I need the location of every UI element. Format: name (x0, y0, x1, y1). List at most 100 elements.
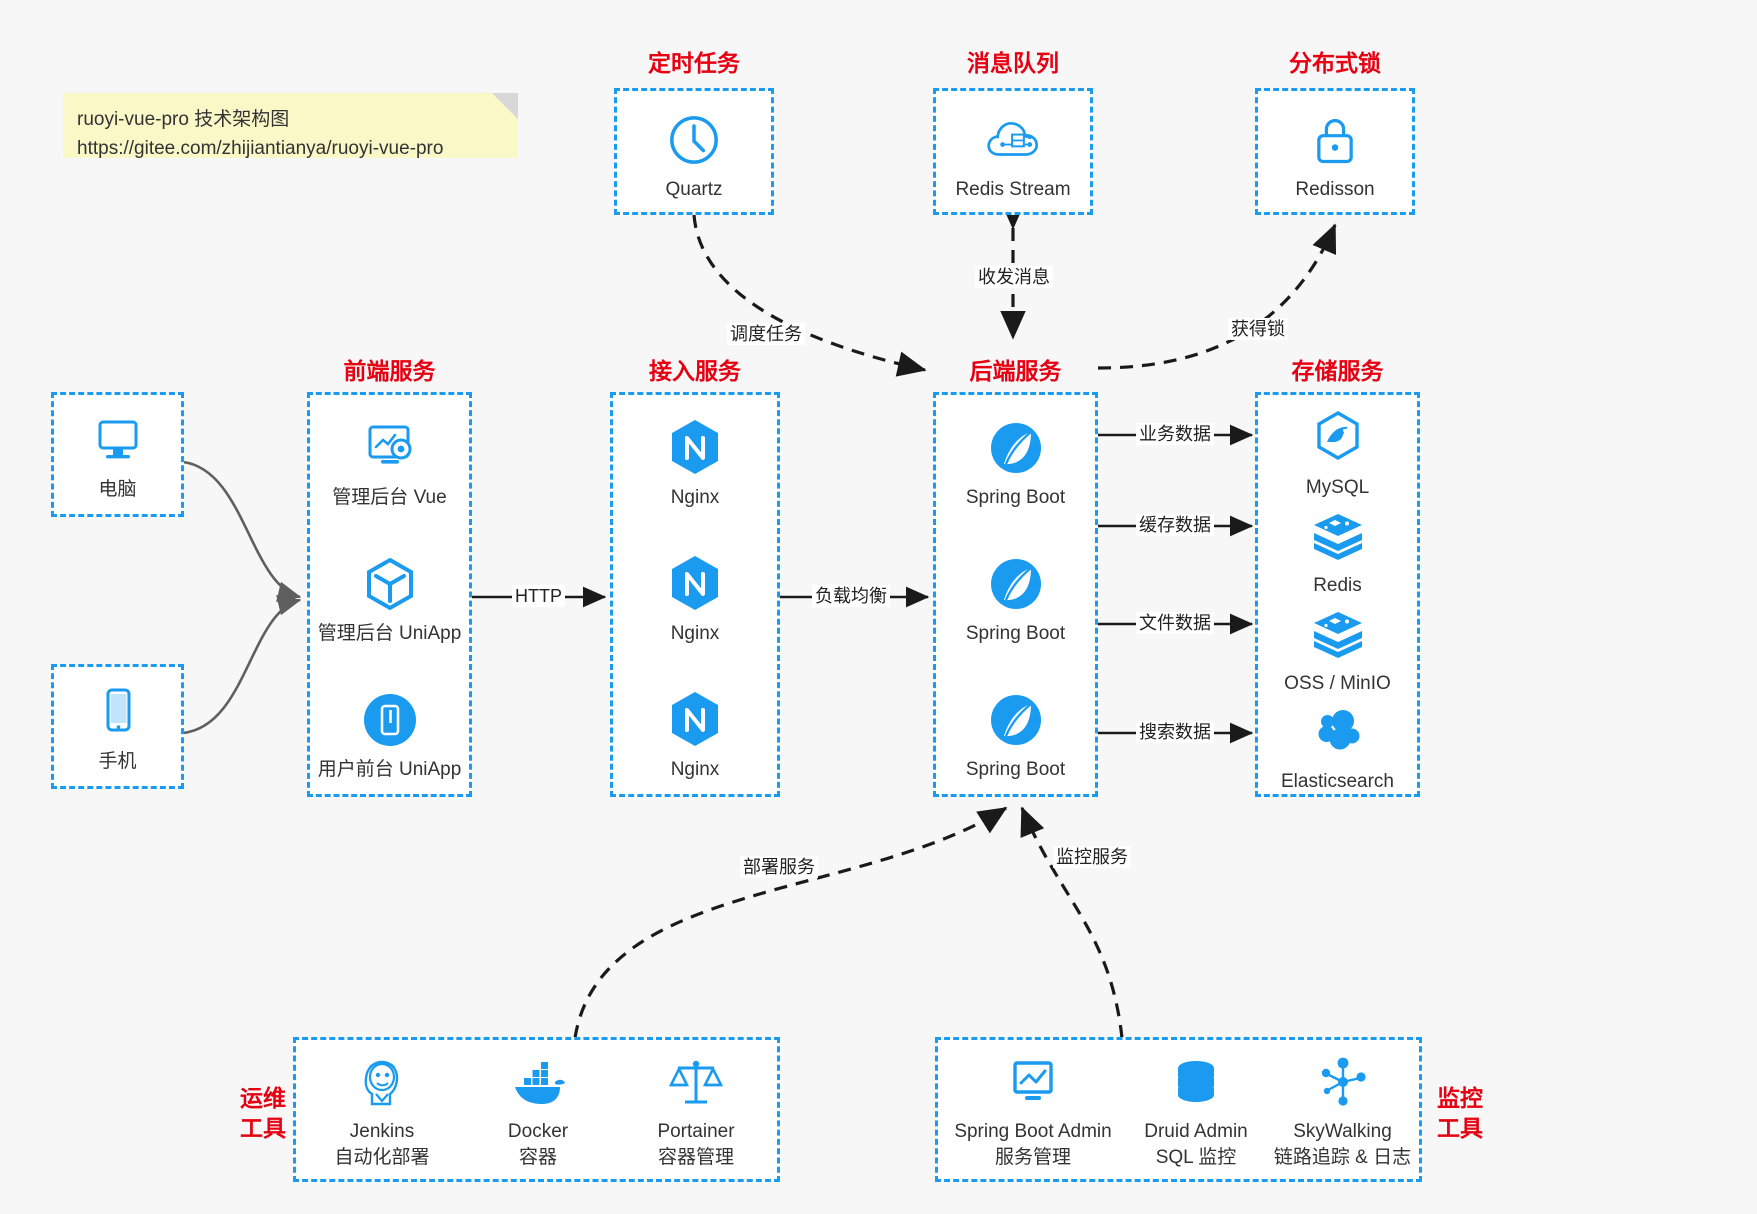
group-title-scheduler: 定时任务 (648, 50, 740, 76)
node-label: SkyWalking (1293, 1121, 1392, 1142)
group-title-backend: 后端服务 (969, 358, 1062, 384)
node-label: Nginx (670, 487, 720, 508)
oss-icon (1258, 603, 1417, 665)
group-gateway: Nginx Nginx Nginx (610, 392, 780, 797)
edge-label-http: HTTP (512, 585, 565, 607)
group-storage: MySQL Redis (1255, 392, 1420, 797)
node-label: Druid Admin (1144, 1121, 1248, 1142)
mobile-icon (54, 681, 181, 743)
group-monitor: Spring Boot Admin 服务管理 Druid Admin SQL 监… (935, 1037, 1422, 1182)
node-label: 手机 (98, 751, 137, 772)
node-jenkins[interactable]: Jenkins 自动化部署 (312, 1053, 452, 1171)
group-mq: Redis Stream (933, 88, 1093, 215)
group-title-devops-line2: 工具 (240, 1115, 286, 1141)
group-lock: Redisson (1255, 88, 1415, 215)
edge-label-cache-data: 缓存数据 (1136, 514, 1214, 536)
group-devops: Jenkins 自动化部署 Docker (293, 1037, 780, 1182)
cube-icon (310, 553, 469, 615)
node-springboot-3[interactable]: Spring Boot (936, 689, 1095, 782)
node-label: Redisson (1295, 179, 1375, 200)
node-user-uniapp[interactable]: 用户前台 UniApp (310, 689, 469, 782)
node-sublabel: 容器 (518, 1147, 557, 1168)
node-label: Redis Stream (955, 179, 1071, 200)
node-computer[interactable]: 电脑 (54, 409, 181, 502)
group-title-mq: 消息队列 (967, 50, 1059, 76)
group-title-devops: 运维 工具 (232, 1083, 294, 1143)
node-spring-boot-admin[interactable]: Spring Boot Admin 服务管理 (948, 1053, 1118, 1171)
node-portainer[interactable]: Portainer 容器管理 (626, 1053, 766, 1171)
node-admin-uniapp[interactable]: 管理后台 UniApp (310, 553, 469, 646)
node-nginx-2[interactable]: Nginx (613, 553, 777, 646)
node-redis[interactable]: Redis (1258, 505, 1417, 598)
node-label: 管理后台 UniApp (317, 623, 462, 644)
node-sublabel: SQL 监控 (1155, 1147, 1237, 1168)
spring-boot-icon (936, 417, 1095, 479)
node-mysql[interactable]: MySQL (1258, 407, 1417, 500)
edge-label-acquire-lock: 获得锁 (1228, 318, 1288, 340)
node-skywalking[interactable]: SkyWalking 链路追踪 & 日志 (1265, 1053, 1420, 1171)
node-label: Spring Boot Admin (954, 1121, 1112, 1142)
group-scheduler: Quartz (614, 88, 774, 215)
nginx-icon (613, 553, 777, 615)
mysql-icon (1258, 407, 1417, 469)
nginx-icon (613, 417, 777, 479)
edge-label-business-data: 业务数据 (1136, 423, 1214, 445)
sticky-note: ruoyi-vue-pro 技术架构图 https://gitee.com/zh… (63, 93, 518, 159)
node-label: Quartz (665, 179, 723, 200)
node-springboot-2[interactable]: Spring Boot (936, 553, 1095, 646)
node-redisson[interactable]: Redisson (1258, 109, 1412, 202)
spring-boot-icon (936, 689, 1095, 751)
node-label: Nginx (670, 623, 720, 644)
node-redis-stream[interactable]: Redis Stream (936, 109, 1090, 202)
skywalking-icon (1265, 1053, 1420, 1113)
edge-label-schedule-task: 调度任务 (727, 323, 805, 345)
note-line-1: ruoyi-vue-pro 技术架构图 (77, 109, 290, 130)
group-backend: Spring Boot Spring Boot Spring Boot (933, 392, 1098, 797)
jenkins-icon (312, 1053, 452, 1113)
dashboard-icon (310, 417, 469, 479)
node-label: 电脑 (98, 479, 137, 500)
node-mobile[interactable]: 手机 (54, 681, 181, 774)
group-title-devops-line1: 运维 (240, 1085, 286, 1111)
edge-label-monitor-service: 监控服务 (1053, 846, 1131, 868)
group-title-storage: 存储服务 (1291, 358, 1384, 384)
node-label: Spring Boot (965, 759, 1066, 780)
monitor-screen-icon (948, 1053, 1118, 1113)
group-frontend: 管理后台 Vue 管理后台 UniApp 用户前台 UniApp (307, 392, 472, 797)
elasticsearch-icon (1258, 701, 1417, 763)
lock-icon (1258, 109, 1412, 171)
node-sublabel: 服务管理 (994, 1147, 1071, 1168)
spring-boot-icon (936, 553, 1095, 615)
node-nginx-1[interactable]: Nginx (613, 417, 777, 510)
redis-icon (1258, 505, 1417, 567)
node-label: Redis (1313, 575, 1362, 596)
node-quartz[interactable]: Quartz (617, 109, 771, 202)
clock-icon (617, 109, 771, 171)
node-label: MySQL (1305, 477, 1370, 498)
node-label: Spring Boot (965, 487, 1066, 508)
group-title-frontend: 前端服务 (343, 358, 436, 384)
group-title-monitor: 监控 工具 (1429, 1083, 1491, 1143)
node-elasticsearch[interactable]: Elasticsearch (1258, 701, 1417, 794)
edge-label-deploy-service: 部署服务 (740, 856, 818, 878)
node-admin-vue[interactable]: 管理后台 Vue (310, 417, 469, 510)
node-nginx-3[interactable]: Nginx (613, 689, 777, 782)
edge-label-send-receive-message: 收发消息 (975, 266, 1053, 288)
edge-label-load-balance: 负载均衡 (812, 585, 890, 607)
app-icon (310, 689, 469, 751)
node-druid-admin[interactable]: Druid Admin SQL 监控 (1126, 1053, 1266, 1171)
edge-label-search-data: 搜索数据 (1136, 721, 1214, 743)
portainer-icon (626, 1053, 766, 1113)
group-title-lock: 分布式锁 (1289, 50, 1381, 76)
node-oss-minio[interactable]: OSS / MinIO (1258, 603, 1417, 696)
node-sublabel: 链路追踪 & 日志 (1273, 1147, 1412, 1168)
nginx-icon (613, 689, 777, 751)
node-label: Spring Boot (965, 623, 1066, 644)
group-title-monitor-line1: 监控 (1437, 1085, 1483, 1111)
node-label: Portainer (657, 1121, 735, 1142)
group-client-mobile: 手机 (51, 664, 184, 789)
node-label: OSS / MinIO (1284, 673, 1391, 694)
node-springboot-1[interactable]: Spring Boot (936, 417, 1095, 510)
node-docker[interactable]: Docker 容器 (468, 1053, 608, 1171)
